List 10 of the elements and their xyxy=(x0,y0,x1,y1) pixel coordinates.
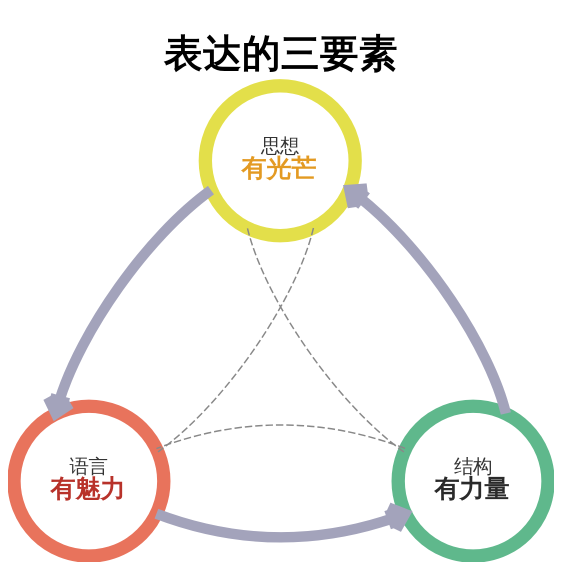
diagram-title: 表达的三要素 xyxy=(164,30,398,76)
connector xyxy=(158,227,314,452)
arrow xyxy=(154,502,410,542)
node-circle: 思想 有光芒 xyxy=(198,78,362,242)
arrow xyxy=(42,186,214,418)
node-circle: 语言 有魅力 xyxy=(8,399,170,562)
node-circle: 结构 有力量 xyxy=(392,399,554,562)
connector xyxy=(156,424,406,449)
arrow xyxy=(344,182,511,414)
connector xyxy=(246,228,404,452)
